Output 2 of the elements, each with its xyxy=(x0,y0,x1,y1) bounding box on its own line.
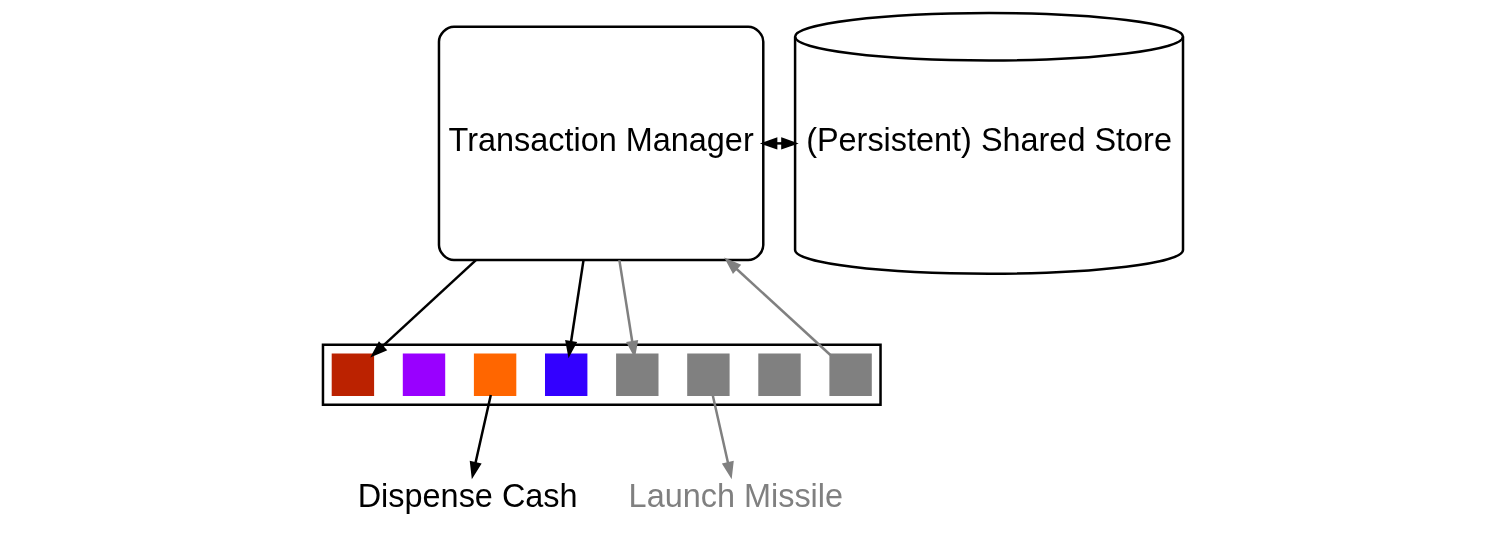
node-text: Launch Missile xyxy=(628,477,843,514)
node-text: Dispense Cash xyxy=(357,477,578,514)
